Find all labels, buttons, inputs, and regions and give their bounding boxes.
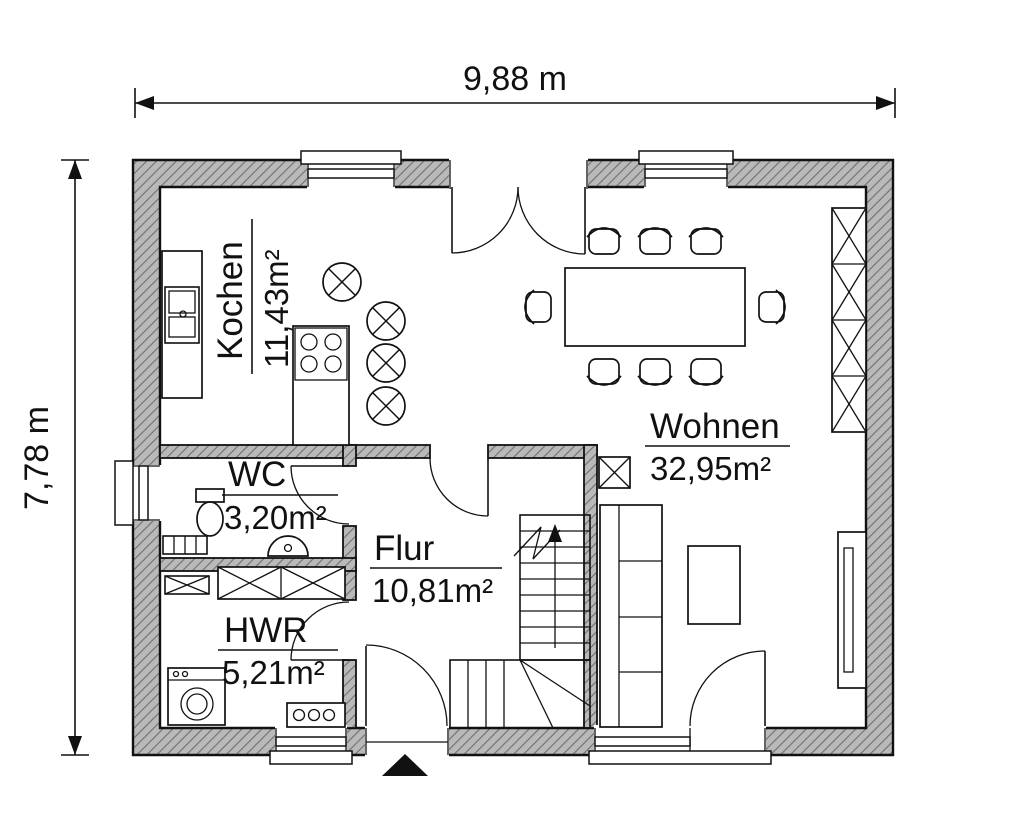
- wc-fixtures: [162, 488, 309, 557]
- chair-icon: [586, 358, 622, 386]
- shelf-unit: [831, 207, 867, 433]
- heater-icon: [164, 575, 210, 595]
- interior-walls: [159, 444, 598, 729]
- kochen-area: 11,43m²: [258, 249, 295, 368]
- chair-icon: [586, 227, 622, 255]
- living-window-top: [638, 150, 734, 190]
- dimension-height: 7,78 m: [18, 159, 89, 756]
- flur-name: Flur: [374, 529, 435, 568]
- kitchen-counter: [161, 250, 203, 399]
- bar-stool-icon: [366, 343, 406, 383]
- chair-icon: [637, 227, 673, 255]
- bar-stool-icon: [366, 386, 406, 426]
- terrace-window-door: [588, 650, 772, 765]
- dim-arrow-left-icon: [135, 96, 154, 110]
- kitchen-sink-icon: [164, 286, 200, 344]
- wc-door: [290, 465, 350, 525]
- wc-area: 3,20m²: [224, 499, 327, 536]
- kitchen-furniture: [161, 250, 406, 446]
- width-dimension-value: 9,88 m: [463, 60, 567, 98]
- column-box: [598, 456, 631, 489]
- hwr-fixtures: [164, 566, 346, 728]
- stove-icon: [294, 327, 348, 381]
- kitchen-window: [300, 150, 402, 190]
- room-label-kochen: Kochen 11,43m²: [211, 219, 295, 374]
- toilet-icon: [195, 488, 225, 537]
- room-label-flur: Flur 10,81m²: [370, 529, 502, 609]
- stairs-up-arrow-icon: [548, 524, 562, 542]
- washing-machine-icon: [167, 667, 226, 726]
- chair-icon: [688, 227, 724, 255]
- utility-unit-icon: [286, 702, 346, 728]
- wc-name: WC: [228, 455, 286, 494]
- front-door: [365, 644, 449, 757]
- double-door-top: [449, 157, 588, 255]
- wall-wc-east-a: [342, 444, 357, 467]
- room-label-wohnen: Wohnen 32,95m²: [645, 407, 790, 487]
- height-dimension-value: 7,78 m: [18, 406, 56, 510]
- room-label-wc: WC 3,20m²: [222, 455, 338, 536]
- wohnen-name: Wohnen: [650, 407, 780, 446]
- cupboard: [217, 566, 346, 600]
- wall-kitchen-south: [159, 444, 431, 459]
- dim-arrow-up-icon: [68, 160, 82, 179]
- flur-area: 10,81m²: [372, 572, 493, 609]
- chair-icon: [637, 358, 673, 386]
- dim-arrow-down-icon: [68, 736, 82, 755]
- hwr-window: [269, 725, 353, 765]
- wohnen-furniture: [524, 207, 867, 728]
- tv-board: [837, 531, 867, 689]
- bar-stool-icon: [366, 301, 406, 341]
- hwr-area: 5,21m²: [222, 654, 325, 691]
- bar-stool-icon: [322, 262, 362, 302]
- radiator-icon: [162, 535, 208, 555]
- wall-hwr-east: [342, 659, 357, 729]
- chair-icon: [688, 358, 724, 386]
- dim-arrow-right-icon: [876, 96, 895, 110]
- hwr-door: [290, 601, 350, 661]
- wc-sink-icon: [267, 535, 309, 557]
- wohnen-area: 32,95m²: [650, 450, 771, 487]
- kochen-name: Kochen: [211, 241, 250, 360]
- hwr-name: HWR: [224, 611, 308, 650]
- dining-table: [564, 267, 746, 347]
- wc-window: [114, 460, 162, 526]
- sofa: [599, 504, 663, 728]
- stairs: [449, 514, 591, 729]
- chair-icon: [758, 289, 786, 325]
- wall-flur-north: [487, 444, 598, 459]
- chair-icon: [524, 289, 552, 325]
- entrance-arrow-icon: [382, 754, 428, 776]
- flur-door: [429, 457, 489, 517]
- stairs-break-line: [513, 526, 561, 560]
- room-label-hwr: HWR 5,21m²: [218, 611, 338, 691]
- dimension-width: 9,88 m: [134, 60, 896, 118]
- coffee-table: [687, 545, 741, 625]
